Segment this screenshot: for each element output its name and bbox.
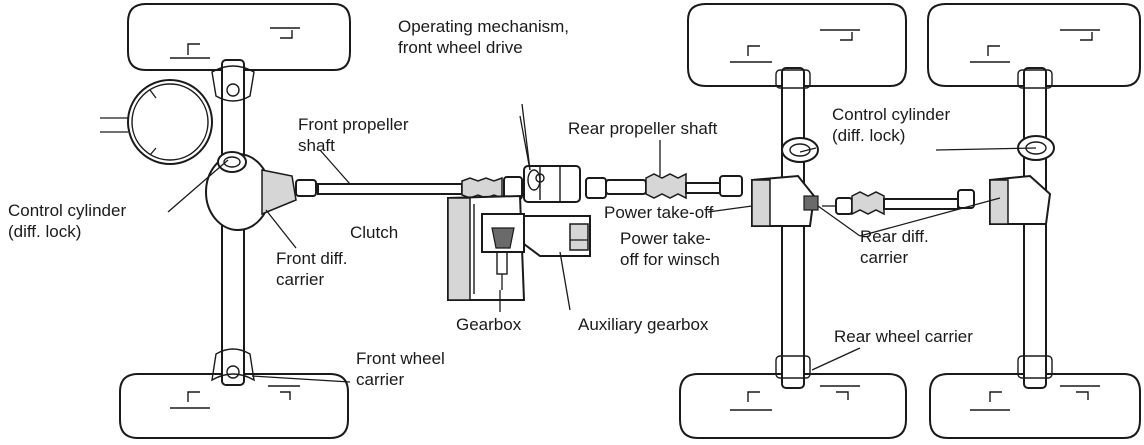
rear-left-wheel-top	[687, 3, 907, 87]
intermediate-propeller-shaft	[835, 189, 975, 216]
label-gearbox: Gearbox	[456, 315, 522, 334]
label-front-wheel-carrier: Front wheel carrier	[356, 349, 445, 389]
rear-diff-carrier-1	[751, 137, 836, 227]
rear-left-wheel-bottom	[679, 373, 907, 439]
label-control-cylinder-rear: Control cylinder (diff. lock)	[832, 105, 951, 145]
rear-propeller-shaft	[585, 172, 743, 200]
front-propeller-shaft	[295, 176, 523, 200]
front-left-wheel-bottom	[119, 373, 349, 439]
front-left-wheel-top	[127, 3, 351, 71]
front-diff-carrier	[205, 151, 297, 231]
label-power-take-off-winsch: Power take- off for winsch	[620, 229, 720, 269]
rear-axle-2	[1017, 67, 1053, 389]
auxiliary-gearbox	[519, 115, 591, 257]
label-front-diff-carrier: Front diff. carrier	[276, 249, 348, 289]
label-rear-wheel-carrier: Rear wheel carrier	[834, 327, 973, 346]
label-front-propeller-shaft: Front propeller shaft	[298, 115, 409, 155]
label-power-take-off: Power take-off	[604, 203, 714, 222]
label-rear-propeller-shaft: Rear propeller shaft	[568, 119, 718, 138]
rear-right-wheel-top	[927, 3, 1141, 87]
label-clutch: Clutch	[350, 223, 399, 242]
gearbox	[481, 213, 525, 290]
leader-lines	[167, 103, 1037, 383]
label-auxiliary-gearbox: Auxiliary gearbox	[578, 315, 709, 334]
steering-wheel	[100, 79, 213, 165]
rear-axle-1	[775, 67, 811, 389]
label-rear-diff-carrier: Rear diff. carrier	[860, 227, 929, 267]
label-operating-mechanism: Operating mechanism, front wheel drive	[398, 17, 570, 57]
rear-right-wheel-bottom	[929, 373, 1141, 439]
label-control-cylinder-front: Control cylinder (diff. lock)	[8, 201, 127, 241]
